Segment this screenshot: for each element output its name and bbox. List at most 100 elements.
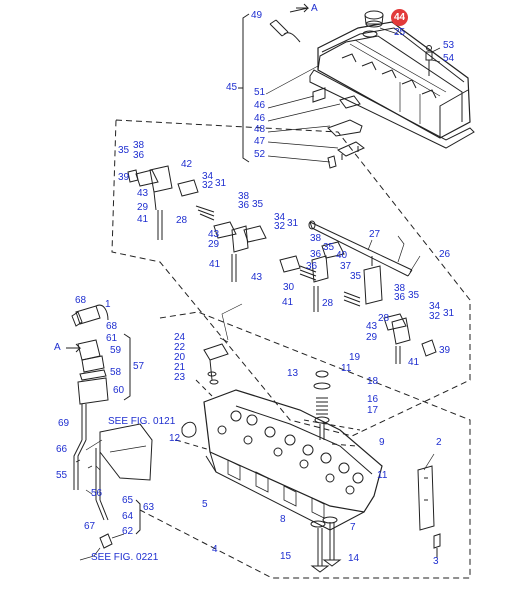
part-label-38a[interactable]: 38 [133, 140, 145, 151]
part-label-43a[interactable]: 43 [137, 188, 149, 199]
part-label-31b[interactable]: 31 [287, 218, 299, 229]
part-label-31a[interactable]: 31 [215, 178, 227, 189]
part-label-68b[interactable]: 68 [106, 321, 118, 332]
part-label-20[interactable]: 20 [174, 352, 186, 363]
part-label-7[interactable]: 7 [350, 522, 356, 533]
part-label-41b[interactable]: 41 [209, 259, 221, 270]
part-label-39a[interactable]: 39 [118, 172, 130, 183]
part-label-43c[interactable]: 43 [251, 272, 263, 283]
part-label-5[interactable]: 5 [202, 499, 208, 510]
part-label-44-highlighted[interactable]: 44 [391, 9, 408, 26]
part-label-47[interactable]: 47 [254, 136, 266, 147]
part-label-46b[interactable]: 46 [254, 113, 266, 124]
part-label-38d[interactable]: 38 [394, 283, 406, 294]
part-label-9[interactable]: 9 [379, 437, 385, 448]
part-label-34c[interactable]: 34 [429, 301, 441, 312]
part-label-35c[interactable]: 35 [323, 242, 335, 253]
part-label-32c[interactable]: 32 [429, 311, 441, 322]
part-label-53[interactable]: 53 [443, 40, 455, 51]
part-label-37[interactable]: 37 [340, 261, 352, 272]
part-label-35a[interactable]: 35 [118, 145, 130, 156]
part-label-36d[interactable]: 36 [306, 261, 318, 272]
part-label-24[interactable]: 24 [174, 332, 186, 343]
part-label-8[interactable]: 8 [280, 514, 286, 525]
part-label-12[interactable]: 12 [169, 433, 181, 444]
part-label-25[interactable]: 25 [394, 27, 406, 38]
part-label-13[interactable]: 13 [287, 368, 299, 379]
part-label-32b[interactable]: 32 [274, 221, 286, 232]
part-label-46a[interactable]: 46 [254, 100, 266, 111]
part-label-54[interactable]: 54 [443, 53, 455, 64]
part-label-36e[interactable]: 36 [394, 292, 406, 303]
part-label-21[interactable]: 21 [174, 362, 186, 373]
part-label-43b[interactable]: 43 [208, 229, 220, 240]
part-label-36b[interactable]: 36 [238, 200, 250, 211]
part-label-11[interactable]: 11 [341, 363, 352, 374]
part-label-1[interactable]: 1 [105, 299, 111, 310]
part-label-28b[interactable]: 28 [322, 298, 334, 309]
part-label-66[interactable]: 66 [56, 444, 68, 455]
part-label-3[interactable]: 3 [433, 556, 439, 567]
part-label-36c[interactable]: 36 [310, 249, 322, 260]
part-label-58[interactable]: 58 [110, 367, 122, 378]
part-label-38b[interactable]: 38 [238, 191, 250, 202]
part-label-59[interactable]: 59 [110, 345, 122, 356]
part-label-36a[interactable]: 36 [133, 150, 145, 161]
part-label-40[interactable]: 40 [336, 250, 348, 261]
part-label-52[interactable]: 52 [254, 149, 266, 160]
part-label-39b[interactable]: 39 [439, 345, 451, 356]
part-label-63[interactable]: 63 [143, 502, 155, 513]
part-label-35b[interactable]: 35 [252, 199, 264, 210]
part-label-34b[interactable]: 34 [274, 212, 286, 223]
part-label-17[interactable]: 17 [367, 405, 379, 416]
part-label-41c[interactable]: 41 [282, 297, 294, 308]
letter-a-ref-2[interactable]: A [54, 342, 61, 353]
see-fig-0221-link[interactable]: SEE FIG. 0221 [91, 552, 159, 563]
part-label-22[interactable]: 22 [174, 342, 186, 353]
part-label-41a[interactable]: 41 [137, 214, 149, 225]
part-label-27[interactable]: 27 [369, 229, 381, 240]
part-label-11b[interactable]: 11 [377, 470, 388, 481]
part-label-30[interactable]: 30 [283, 282, 295, 293]
part-label-35d[interactable]: 35 [350, 271, 362, 282]
part-label-23[interactable]: 23 [174, 372, 186, 383]
part-label-48[interactable]: 48 [254, 124, 266, 135]
part-label-32a[interactable]: 32 [202, 180, 214, 191]
part-label-16[interactable]: 16 [367, 394, 379, 405]
part-label-29a[interactable]: 29 [137, 202, 149, 213]
part-label-55[interactable]: 55 [56, 470, 68, 481]
part-label-45[interactable]: 45 [226, 82, 238, 93]
part-label-62[interactable]: 62 [122, 526, 134, 537]
part-label-4[interactable]: 4 [212, 544, 218, 555]
see-fig-0121-link[interactable]: SEE FIG. 0121 [108, 416, 176, 427]
part-label-65[interactable]: 65 [122, 495, 134, 506]
part-label-34a[interactable]: 34 [202, 171, 214, 182]
part-label-51[interactable]: 51 [254, 87, 266, 98]
part-label-41d[interactable]: 41 [408, 357, 420, 368]
part-label-57[interactable]: 57 [133, 361, 145, 372]
letter-a-ref-1[interactable]: A [311, 3, 318, 14]
part-label-69[interactable]: 69 [58, 418, 70, 429]
part-label-42[interactable]: 42 [181, 159, 193, 170]
part-label-15[interactable]: 15 [280, 551, 292, 562]
part-label-64[interactable]: 64 [122, 511, 134, 522]
part-label-28a[interactable]: 28 [176, 215, 188, 226]
part-label-14[interactable]: 14 [348, 553, 360, 564]
part-label-35e[interactable]: 35 [408, 290, 420, 301]
part-label-29b[interactable]: 29 [208, 239, 220, 250]
part-label-19[interactable]: 19 [349, 352, 361, 363]
part-label-2[interactable]: 2 [436, 437, 442, 448]
part-label-26[interactable]: 26 [439, 249, 451, 260]
part-label-68a[interactable]: 68 [75, 295, 87, 306]
part-label-61[interactable]: 61 [106, 333, 118, 344]
part-label-56[interactable]: 56 [91, 488, 103, 499]
part-label-60[interactable]: 60 [113, 385, 125, 396]
part-label-18[interactable]: 18 [367, 376, 379, 387]
part-label-31c[interactable]: 31 [443, 308, 455, 319]
part-label-67[interactable]: 67 [84, 521, 96, 532]
part-label-43d[interactable]: 43 [366, 321, 378, 332]
part-label-38c[interactable]: 38 [310, 233, 322, 244]
part-label-28c[interactable]: 28 [378, 313, 390, 324]
part-label-49[interactable]: 49 [251, 10, 263, 21]
part-label-29c[interactable]: 29 [366, 332, 378, 343]
